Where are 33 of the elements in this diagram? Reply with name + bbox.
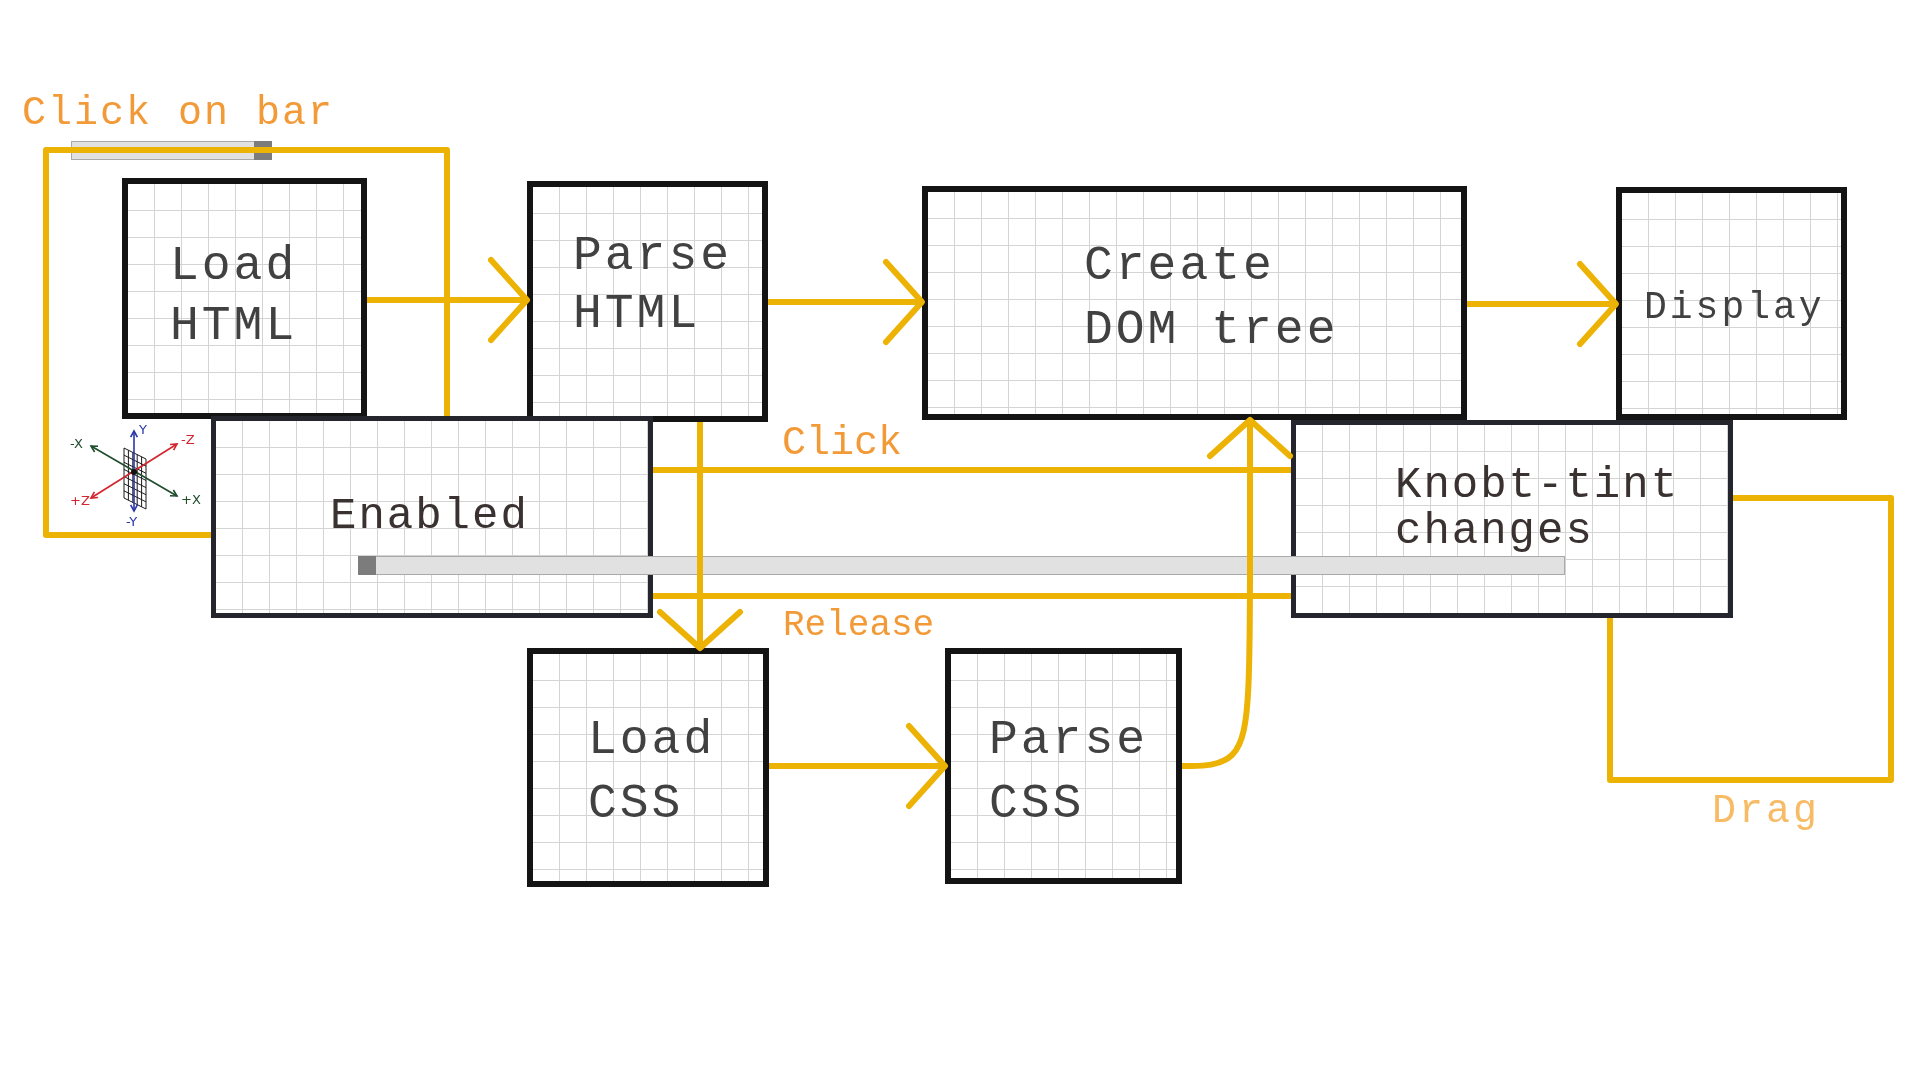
node-label: Knobt-tint changes	[1395, 462, 1681, 554]
edge-label: Click	[782, 422, 903, 466]
node-label: Load HTML	[170, 238, 299, 355]
process-box	[527, 181, 768, 422]
edge-label: Release	[783, 606, 935, 646]
axis-label: +Z	[70, 493, 90, 508]
arrow	[657, 422, 743, 651]
node-label: Parse HTML	[573, 228, 734, 343]
node-label: Enabled	[330, 492, 529, 540]
arrow	[768, 259, 925, 345]
axis-label: +X	[181, 492, 201, 507]
axis-label: Y	[139, 422, 147, 437]
process-box	[1616, 187, 1847, 420]
process-box	[122, 178, 367, 419]
process-box	[922, 186, 1467, 420]
process-box	[527, 648, 769, 887]
arrow	[1182, 417, 1293, 769]
connector-line	[653, 467, 1291, 473]
process-box	[1291, 420, 1733, 618]
arrow	[367, 257, 530, 343]
node-label: Parse CSS	[989, 712, 1150, 833]
arrow	[769, 723, 948, 809]
axis-label: -Z	[181, 432, 195, 447]
process-box	[211, 416, 653, 618]
axis-label: -X	[70, 436, 83, 451]
edge-label: Drag	[1712, 790, 1820, 834]
loop-line	[1607, 495, 1894, 783]
node-label: Load CSS	[588, 712, 717, 833]
axis-label: -Y	[126, 514, 138, 529]
arrow	[1467, 261, 1619, 347]
node-label: Create DOM tree	[1084, 238, 1340, 359]
node-label: Display	[1644, 285, 1825, 331]
process-box	[945, 648, 1182, 884]
